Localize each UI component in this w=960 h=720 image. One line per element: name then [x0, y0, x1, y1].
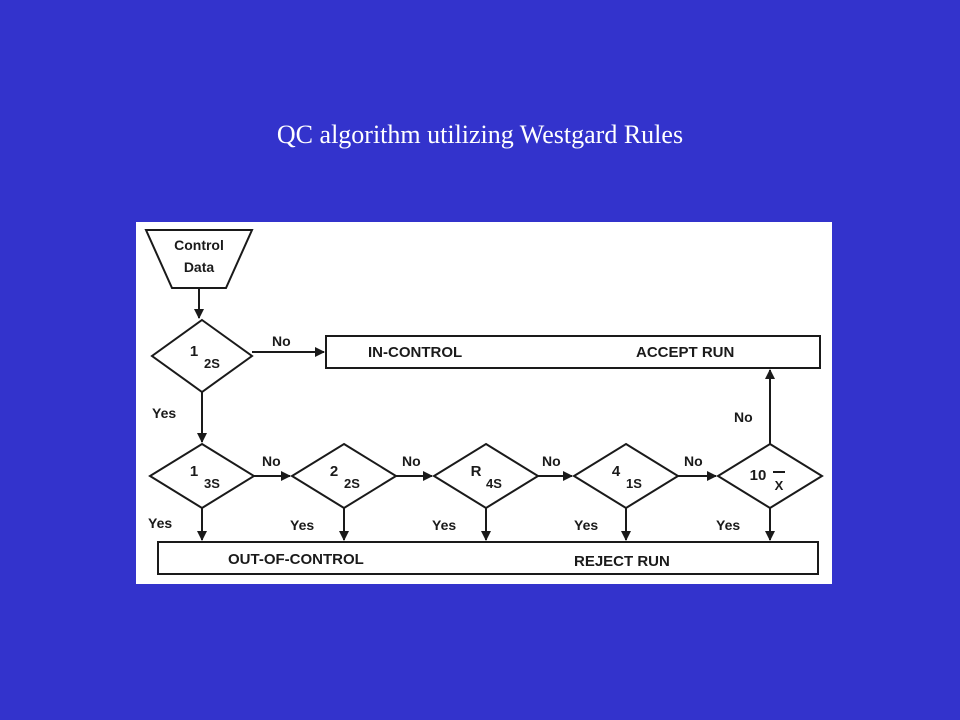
- edge-label-yes-4: Yes: [432, 517, 456, 533]
- start-node-shape: [144, 229, 254, 289]
- start-node-line1: Control: [174, 237, 224, 253]
- edge-label-yes-6: Yes: [716, 517, 740, 533]
- rule-2-2s-main: 2: [330, 463, 338, 480]
- slide-title: QC algorithm utilizing Westgard Rules: [276, 120, 684, 149]
- flowchart-svg: Control Data 1 2S 1 3S 2 2S R 4S 4 1S 10…: [144, 229, 824, 575]
- edge-label-no-1: No: [272, 333, 291, 349]
- edge-label-yes-1: Yes: [152, 405, 176, 421]
- edge-label-no-2: No: [262, 453, 281, 469]
- edge-label-no-6: No: [734, 409, 753, 425]
- rule-1-3s-main: 1: [190, 463, 198, 480]
- reject-box-left-label: OUT-OF-CONTROL: [228, 551, 364, 568]
- reject-box-right-label: REJECT RUN: [574, 553, 670, 570]
- start-node-line2: Data: [184, 259, 215, 275]
- rule-1-3s-sub: 3S: [204, 476, 220, 491]
- rule-10x-main: 10: [750, 467, 767, 484]
- accept-box-left-label: IN-CONTROL: [368, 344, 462, 361]
- rule-4-1s-sub: 1S: [626, 476, 642, 491]
- accept-box-right-label: ACCEPT RUN: [636, 344, 734, 361]
- edge-label-no-5: No: [684, 453, 703, 469]
- accept-box-shape: [325, 335, 821, 369]
- decision-1-3s-shape: [148, 442, 256, 510]
- edge-label-yes-3: Yes: [290, 517, 314, 533]
- edge-label-yes-2: Yes: [148, 515, 172, 531]
- edge-label-no-3: No: [402, 453, 421, 469]
- rule-10x-sub: X: [775, 478, 784, 493]
- rule-2-2s-sub: 2S: [344, 476, 360, 491]
- edge-label-yes-5: Yes: [574, 517, 598, 533]
- flowchart-figure: Control Data 1 2S 1 3S 2 2S R 4S 4 1S 10…: [136, 222, 832, 584]
- rule-r-4s-main: R: [471, 463, 482, 480]
- decision-1-2s-shape: [150, 318, 254, 394]
- rule-1-2s-sub: 2S: [204, 356, 220, 371]
- reject-box-shape: [157, 541, 819, 575]
- decision-10x-shape: [716, 442, 824, 510]
- rule-1-2s-main: 1: [190, 343, 198, 360]
- edge-label-no-4: No: [542, 453, 561, 469]
- rule-4-1s-main: 4: [612, 463, 621, 480]
- rule-r-4s-sub: 4S: [486, 476, 502, 491]
